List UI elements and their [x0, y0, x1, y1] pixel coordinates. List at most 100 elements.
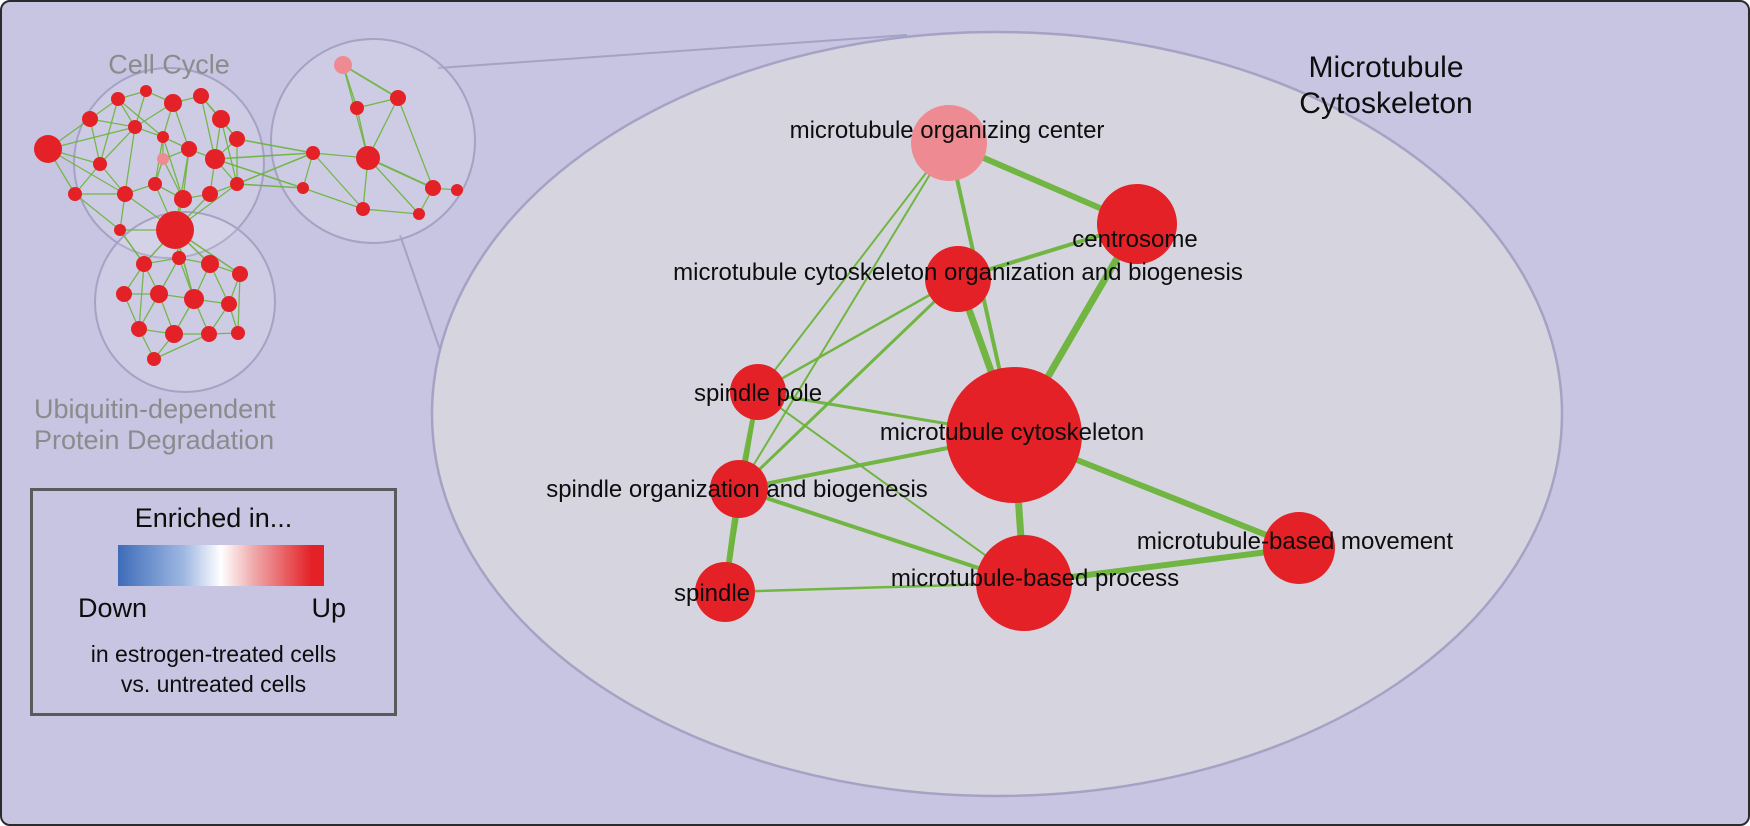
overview-node [136, 256, 152, 272]
overview-node [131, 321, 147, 337]
overview-edge [74, 193, 121, 231]
detail-node-mc [946, 367, 1082, 503]
cluster-circle-microtubule-cytoskeleton [270, 38, 476, 244]
overview-node [229, 131, 245, 147]
overview-edge [342, 64, 399, 99]
overview-node [172, 251, 186, 265]
detail-cluster-title: Microtubule Cytoskeleton [1299, 50, 1472, 122]
detail-node-mbp [976, 535, 1072, 631]
overview-node [184, 289, 204, 309]
overview-node [164, 94, 182, 112]
detail-node-mcob [925, 246, 991, 312]
detail-node-mbm [1263, 512, 1335, 584]
legend-down-label: Down [78, 593, 148, 623]
overview-node [356, 146, 380, 170]
detail-edge-sob-mbp [737, 487, 1026, 585]
detail-edge-moc-sob [738, 142, 950, 490]
overview-edge [367, 157, 420, 215]
overview-node [193, 88, 209, 104]
detail-title-line2: Cytoskeleton [1299, 87, 1473, 120]
legend-updown-row: Down Up [78, 593, 346, 624]
overview-node [148, 177, 162, 191]
overview-edge [99, 98, 119, 165]
overview-edge [162, 136, 184, 200]
overview-node [93, 157, 107, 171]
overview-edge [302, 187, 364, 210]
overview-node [334, 56, 352, 74]
overview-node [451, 184, 463, 196]
node-label-mcob: microtubule cytoskeleton organization an… [673, 259, 1243, 286]
node-label-mbp: microtubule-based process [890, 565, 1180, 592]
overview-node [117, 186, 133, 202]
cluster-label-ubiquitin: Ubiquitin-dependent Protein Degradation [34, 394, 276, 456]
detail-edge-moc-spindle_pole [757, 142, 950, 393]
node-label-spindle: spindle [673, 580, 751, 607]
overview-edge [236, 152, 314, 185]
overview-node [390, 90, 406, 106]
overview-node [114, 224, 126, 236]
detail-title-line1: Microtubule [1308, 51, 1464, 84]
detail-edge-spindle-mbp [723, 581, 1026, 594]
overview-node [212, 110, 230, 128]
overview-node [202, 186, 218, 202]
overview-edge [47, 126, 136, 150]
overview-edge [220, 118, 238, 185]
overview-node [34, 135, 62, 163]
overview-node [116, 286, 132, 302]
overview-edge [200, 95, 216, 160]
overview-node [306, 146, 320, 160]
overview-node [230, 177, 244, 191]
overview-edge [237, 273, 241, 334]
node-label-centrosome: centrosome [1072, 226, 1198, 253]
overview-node [350, 101, 364, 115]
overview-edge [153, 333, 210, 360]
overview-node [201, 326, 217, 342]
node-label-sob: spindle organization and biogenesis [546, 476, 928, 503]
overview-edge [362, 208, 420, 215]
legend-gradient-bar [118, 545, 324, 586]
detail-node-moc [911, 105, 987, 181]
overview-edge [312, 152, 364, 210]
overview-node [174, 190, 192, 208]
overview-edge [138, 263, 145, 330]
detail-edge-mcob-sob [737, 277, 960, 491]
overview-node [156, 211, 194, 249]
detail-node-centrosome [1097, 184, 1177, 264]
legend-box: Enriched in... Down Up in estrogen-treat… [30, 488, 397, 716]
overview-node [232, 266, 248, 282]
overview-node [221, 296, 237, 312]
legend-up-label: Up [311, 593, 346, 623]
detail-node-sob [710, 460, 768, 518]
overview-node [150, 285, 168, 303]
overview-edge [214, 152, 314, 160]
detail-edge-mcob-spindle_pole [756, 277, 960, 394]
overview-node [128, 120, 142, 134]
overview-node [205, 149, 225, 169]
node-label-mbm: microtubule-based movement [1136, 528, 1454, 555]
overview-edge [124, 126, 136, 195]
overview-node [111, 92, 125, 106]
overview-node [356, 202, 370, 216]
cluster-label-cell-cycle: Cell Cycle [108, 49, 230, 80]
overview-edge [117, 98, 164, 138]
detail-node-spindle_pole [730, 364, 786, 420]
detail-node-spindle [695, 562, 755, 622]
legend-caption-line1: in estrogen-treated cells [90, 641, 337, 667]
overview-node [68, 187, 82, 201]
overview-node [82, 111, 98, 127]
overview-node [140, 85, 152, 97]
legend-caption-line2: vs. untreated cells [120, 671, 307, 697]
overview-edge [47, 148, 126, 195]
legend-title: Enriched in... [134, 503, 293, 533]
overview-node [181, 141, 197, 157]
detail-edge-spindle_pole-mbp [757, 391, 1025, 584]
overview-node [157, 153, 169, 165]
ubiquitin-label-line1: Ubiquitin-dependent [34, 394, 276, 424]
overview-node [297, 182, 309, 194]
overview-node [231, 326, 245, 340]
overview-edge [214, 158, 304, 189]
node-label-spindle_pole: spindle pole [693, 380, 823, 407]
legend-caption: in estrogen-treated cells vs. untreated … [33, 639, 394, 699]
zoom-cone-line [437, 34, 908, 69]
